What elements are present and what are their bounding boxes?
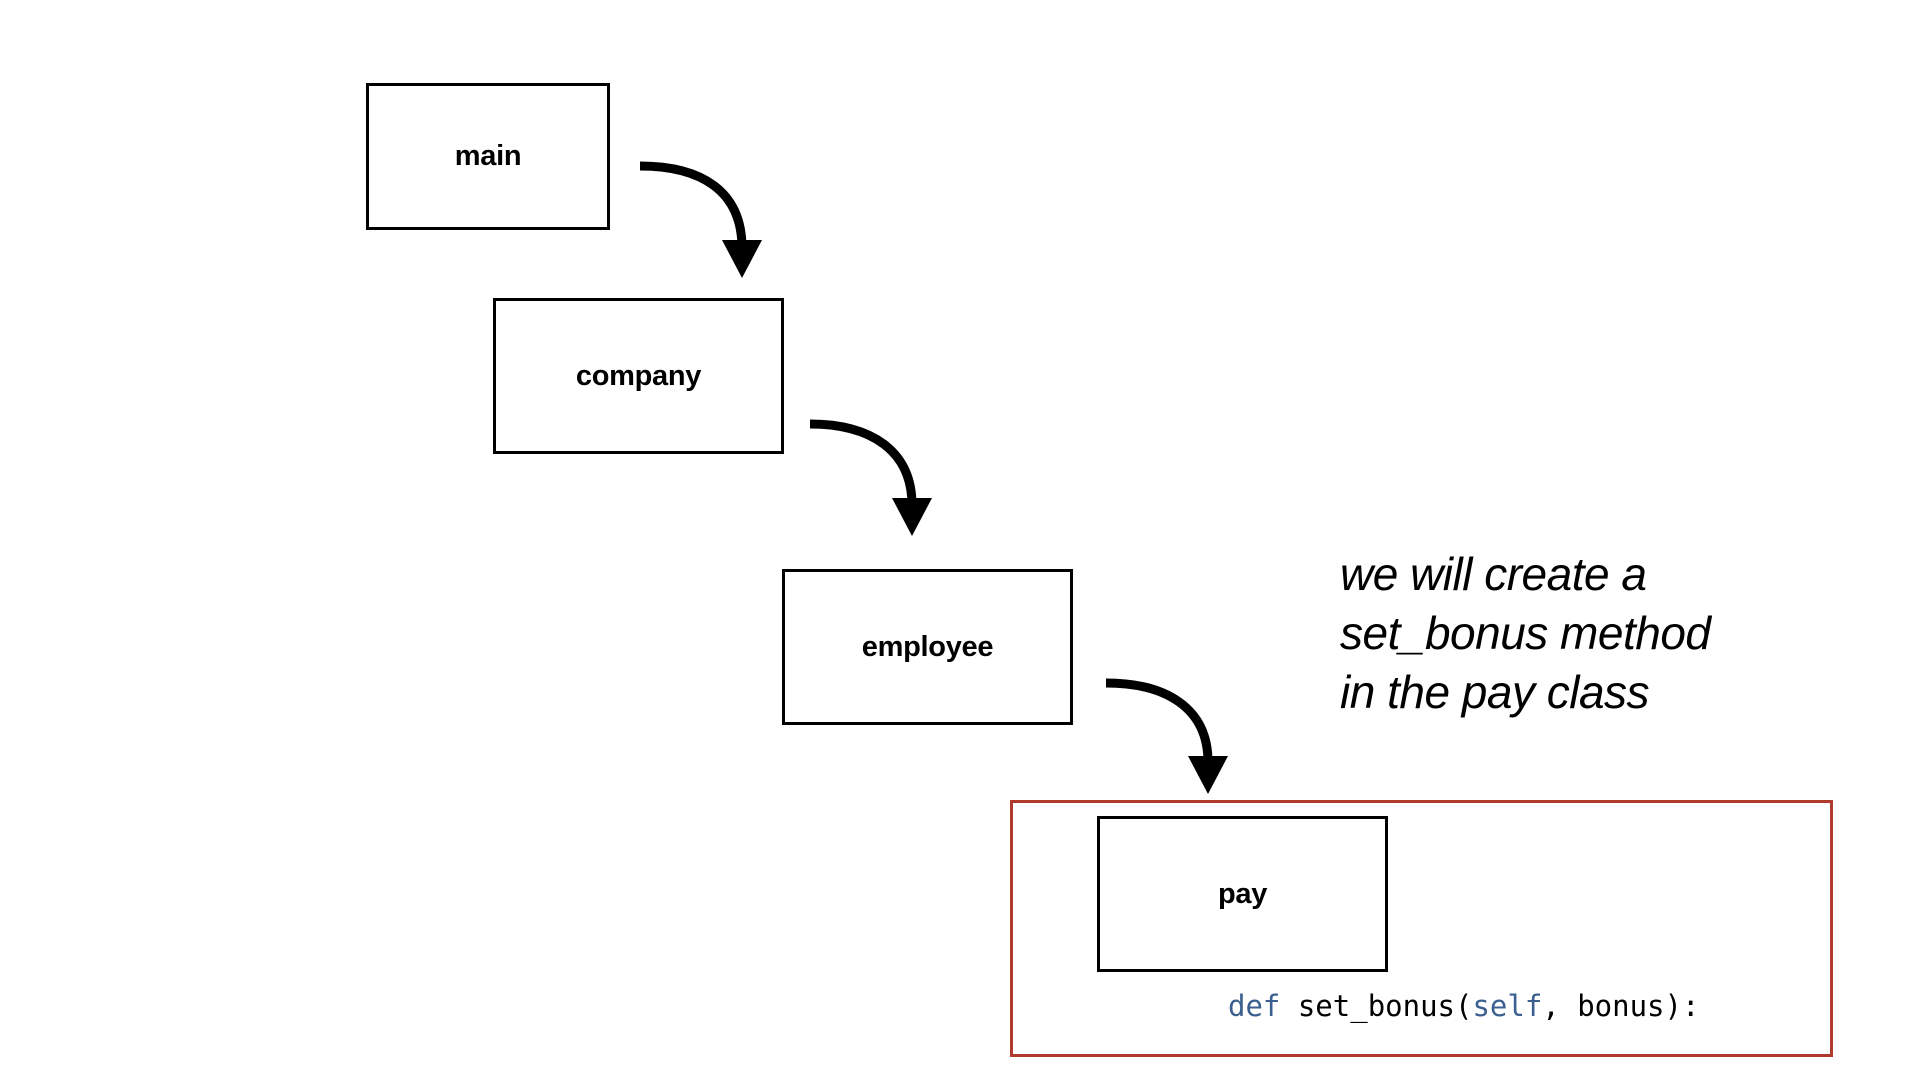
- note-line-3: in the pay class: [1340, 666, 1650, 718]
- node-label-employee: employee: [861, 630, 994, 663]
- node-pay: pay: [1097, 816, 1388, 972]
- arrow-main-to-company: [639, 161, 762, 278]
- code-snippet: def set_bonus(self, bonus):: [1228, 989, 1699, 1023]
- code-keyword-self: self: [1472, 989, 1543, 1023]
- node-label-company: company: [575, 359, 702, 392]
- node-company: company: [493, 298, 784, 454]
- node-label-pay: pay: [1217, 877, 1268, 910]
- node-main: main: [366, 83, 610, 230]
- code-method-name: set_bonus(: [1280, 989, 1473, 1023]
- code-keyword-def: def: [1228, 989, 1281, 1023]
- note-line-2: set_bonus method: [1340, 607, 1711, 659]
- node-employee: employee: [782, 569, 1073, 725]
- arrow-company-to-employee: [809, 419, 932, 536]
- node-label-main: main: [454, 140, 522, 172]
- annotation-note: we will create a set_bonus method in the…: [1340, 545, 1860, 722]
- pay-class-highlight-frame: [1010, 800, 1833, 1057]
- arrow-employee-to-pay: [1105, 678, 1228, 794]
- note-line-1: we will create a: [1340, 548, 1647, 600]
- code-params: , bonus):: [1542, 989, 1700, 1023]
